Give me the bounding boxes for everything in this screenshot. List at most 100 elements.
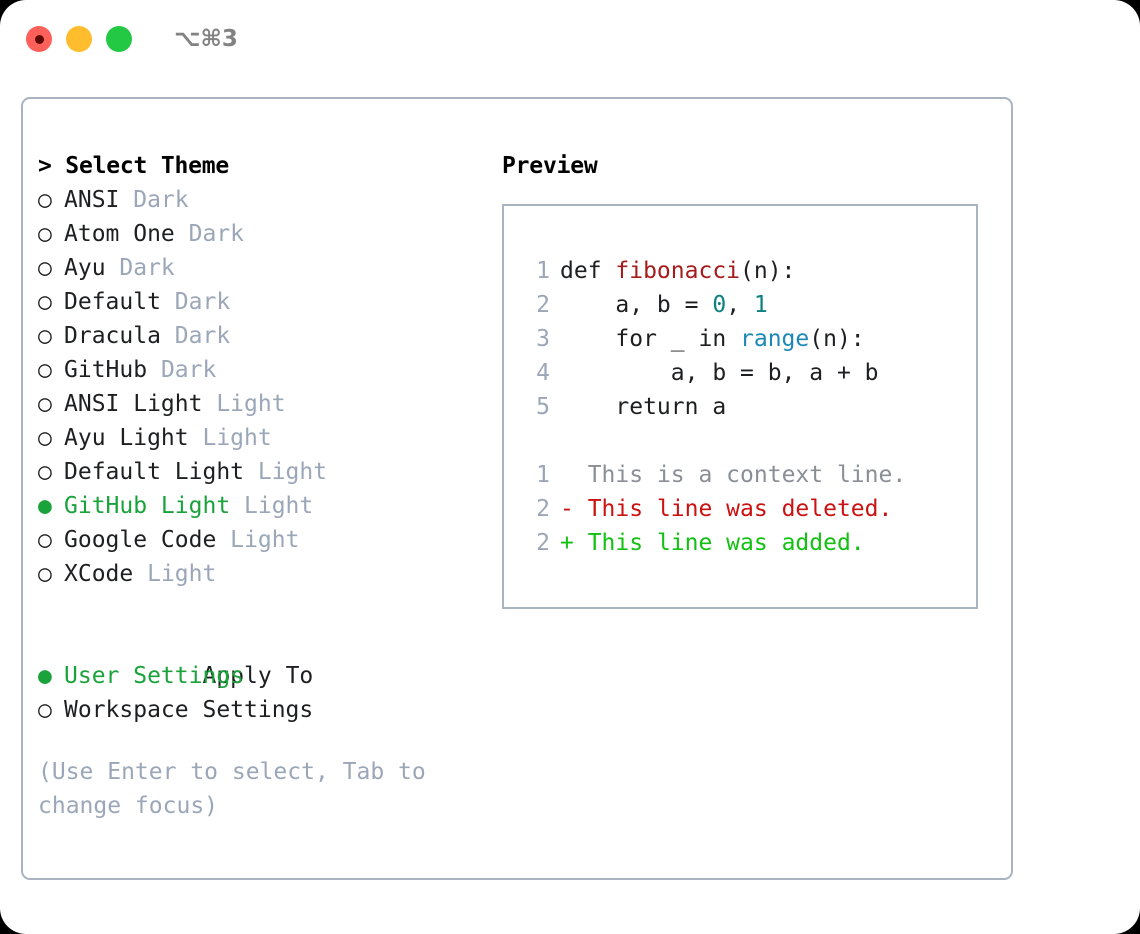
theme-name: Default Light (64, 459, 245, 485)
theme-list-item[interactable]: ○ Dracula Dark (38, 319, 488, 353)
code-token-plain: def (560, 258, 616, 284)
theme-category-tag: Light (188, 425, 272, 451)
diff-marker (560, 462, 588, 488)
radio-unselected-icon: ○ (38, 187, 52, 213)
theme-category-tag: Dark (174, 221, 245, 247)
code-token-plain: (n): (809, 326, 865, 352)
code-token-fn: fibonacci (615, 258, 741, 284)
theme-list-item[interactable]: ○ Google Code Light (38, 523, 488, 557)
diff-text: This is a context line. (587, 462, 907, 488)
theme-name: Dracula (64, 323, 161, 349)
code-line: 2 a, b = 0, 1 (526, 288, 976, 322)
theme-list-item[interactable]: ○ ANSI Dark (38, 183, 488, 217)
code-token-num: 1 (753, 292, 768, 318)
theme-list-item[interactable]: ○ ANSI Light Light (38, 387, 488, 421)
code-line: 4 a, b = b, a + b (526, 356, 976, 390)
theme-list-item[interactable]: ○ Ayu Dark (38, 251, 488, 285)
theme-list-item[interactable]: ○ Atom One Dark (38, 217, 488, 251)
section-spacer (38, 591, 488, 625)
radio-unselected-icon: ○ (38, 697, 52, 723)
theme-list-item[interactable]: ○XCode Light (38, 557, 488, 591)
close-button[interactable] (26, 26, 52, 52)
close-icon (34, 34, 44, 44)
theme-category-tag: Dark (119, 187, 189, 213)
diff-line: 2- This line was deleted. (526, 492, 976, 526)
theme-list-item[interactable]: ○ Default Light Light (38, 455, 488, 489)
code-token-plain: (n): (740, 258, 796, 284)
theme-name: ANSI Light (64, 391, 203, 417)
apply-to-header: Apply To (38, 625, 488, 689)
theme-category-tag: Light (202, 391, 286, 417)
theme-category-tag: Light (133, 561, 217, 587)
radio-unselected-icon: ○ (38, 323, 52, 349)
apply-to-label: Workspace Settings (64, 697, 314, 723)
keyboard-shortcut-label: ⌥⌘3 (174, 26, 238, 52)
theme-name: Ayu Light (64, 425, 189, 451)
radio-unselected-icon: ○ (38, 289, 52, 315)
theme-name: ANSI (64, 187, 120, 213)
radio-unselected-icon: ○ (38, 357, 52, 383)
theme-selector-column: > Select Theme ○ANSI Dark○Atom One Dark○… (38, 149, 488, 823)
apply-to-item[interactable]: ○ Workspace Settings (38, 693, 488, 727)
content-panel: > Select Theme ○ANSI Dark○Atom One Dark○… (21, 97, 1013, 880)
code-line-number: 1 (536, 258, 550, 284)
title-bar: ⌥⌘3 (0, 0, 1140, 78)
theme-name: Atom One (64, 221, 175, 247)
code-line: 1 def fibonacci(n): (526, 254, 976, 288)
theme-category-tag: Light (244, 459, 328, 485)
radio-unselected-icon: ○ (38, 425, 52, 451)
radio-unselected-icon: ○ (38, 255, 52, 281)
theme-category-tag: Dark (160, 323, 231, 349)
radio-unselected-icon: ○ (38, 221, 52, 247)
zoom-button[interactable] (106, 26, 132, 52)
code-line: 3 for _ in range(n): (526, 322, 976, 356)
code-token-plain: a, b = (560, 292, 713, 318)
preview-title: Preview (502, 153, 598, 179)
code-line: 5 return a (526, 390, 976, 424)
apply-to-label: User Settings (64, 663, 245, 689)
code-token-plain: return a (560, 394, 727, 420)
minimize-button[interactable] (66, 26, 92, 52)
code-token-num: 0 (712, 292, 727, 318)
code-token-plain: a, b = b, a + b (560, 360, 879, 386)
radio-selected-icon: ● (38, 663, 52, 689)
help-text: (Use Enter to select, Tab to change focu… (38, 759, 426, 819)
window-controls (26, 26, 132, 52)
radio-unselected-icon: ○ (38, 561, 52, 587)
theme-category-tag: Dark (105, 255, 175, 281)
select-theme-header: > Select Theme (38, 153, 230, 179)
radio-unselected-icon: ○ (38, 527, 52, 553)
radio-unselected-icon: ○ (38, 391, 52, 417)
theme-category-tag: Dark (147, 357, 217, 383)
diff-text: This line was deleted. (587, 496, 893, 522)
theme-name: GitHub (64, 357, 148, 383)
apply-to-item[interactable]: ● User Settings (38, 659, 488, 693)
theme-list-item[interactable]: ●GitHub Light Light (38, 489, 488, 523)
theme-name: Ayu (64, 255, 106, 281)
apply-to-header-label: Apply To (202, 663, 314, 689)
apply-to-list: ● User Settings ○ Workspace Settings (38, 659, 488, 727)
radio-unselected-icon: ○ (38, 459, 52, 485)
theme-list-item[interactable]: ○ Ayu Light Light (38, 421, 488, 455)
theme-list-item[interactable]: ○ Default Dark (38, 285, 488, 319)
theme-name: Default (64, 289, 161, 315)
code-token-call: range (740, 326, 810, 352)
theme-list: ○ ANSI Dark ○ Atom One Dark ○ Ayu Dark ○ Defaul… (38, 183, 488, 591)
theme-category-tag: Dark (160, 289, 231, 315)
diff-line: 2+ This line was added. (526, 526, 976, 560)
code-line-number: 5 (536, 394, 550, 420)
code-token-plain: for _ in (560, 326, 741, 352)
radio-selected-icon: ● (38, 493, 52, 519)
diff-line-number: 1 (536, 462, 550, 488)
theme-name: Google Code (64, 527, 217, 553)
code-line-number: 2 (536, 292, 550, 318)
diff-sample: 1 This is a context line. 2- This line wa… (526, 458, 976, 560)
theme-category-tag: Light (216, 527, 300, 553)
code-line-number: 3 (536, 326, 550, 352)
theme-category-tag: Light (230, 493, 314, 519)
theme-list-item[interactable]: ○ GitHub Dark (38, 353, 488, 387)
